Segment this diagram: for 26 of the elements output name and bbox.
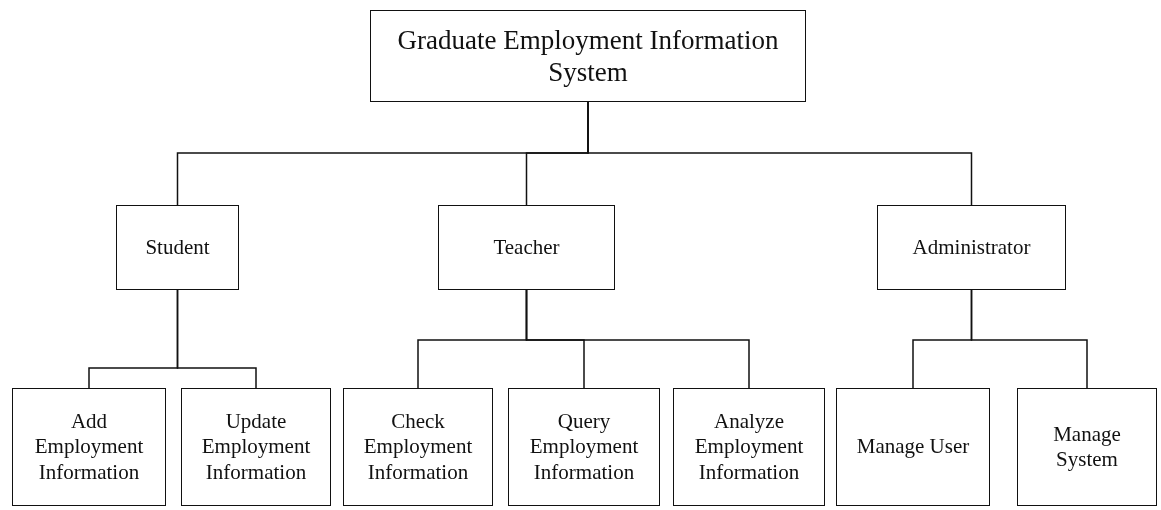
module-box bbox=[836, 388, 990, 506]
box-label: Manage System bbox=[1052, 421, 1122, 473]
module-box bbox=[12, 388, 166, 506]
box-label: Analyze Employment Information bbox=[693, 409, 805, 485]
box-label: Manage User bbox=[856, 434, 970, 460]
module-box bbox=[508, 388, 660, 506]
module-box bbox=[181, 388, 331, 506]
module-box bbox=[438, 205, 615, 290]
box-label: Query Employment Information bbox=[528, 409, 640, 485]
box-label: Add Employment Information bbox=[33, 409, 145, 485]
module-box bbox=[1017, 388, 1157, 506]
box-label: Check Employment Information bbox=[362, 409, 474, 485]
box-label: Graduate Employment Information System bbox=[396, 23, 780, 89]
module-box bbox=[116, 205, 239, 290]
module-box bbox=[343, 388, 493, 506]
module-box bbox=[673, 388, 825, 506]
connector-line bbox=[525, 289, 750, 389]
module-box bbox=[877, 205, 1066, 290]
root-box bbox=[370, 10, 806, 102]
box-label: Update Employment Information bbox=[200, 409, 312, 485]
connector-line bbox=[970, 289, 1088, 389]
box-label: Administrator bbox=[912, 234, 1031, 261]
connector-line bbox=[176, 289, 257, 389]
connector-line bbox=[587, 101, 973, 206]
box-label: Teacher bbox=[493, 234, 560, 261]
box-label: Student bbox=[145, 234, 210, 261]
